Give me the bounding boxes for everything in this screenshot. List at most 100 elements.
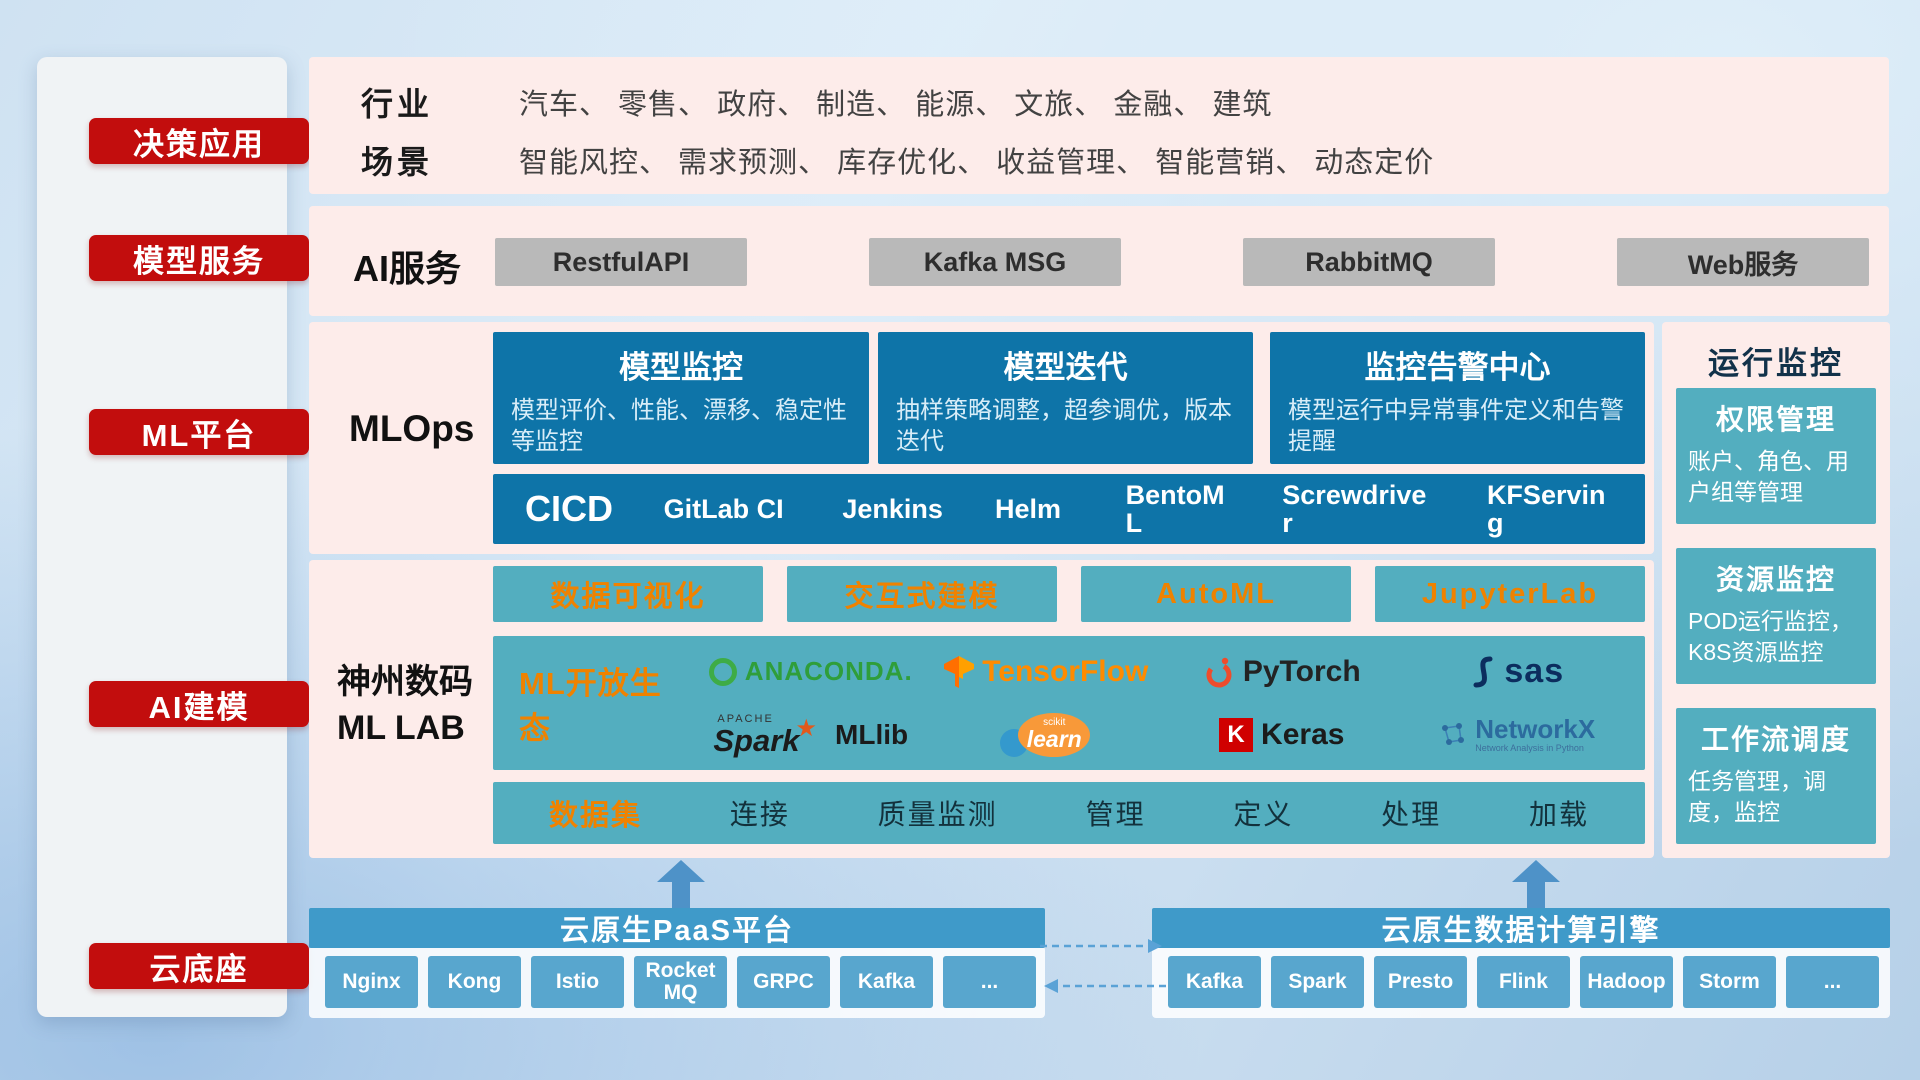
mllab-tools-row: 数据可视化 交互式建模 AutoML JupyterLab [493, 566, 1645, 622]
model-iteration-card: 模型迭代 抽样策略调整，超参调优，版本迭代 [878, 332, 1253, 464]
dataset-item-quality: 质量监测 [877, 799, 998, 830]
mllab-label-line1: 神州数码 [337, 663, 473, 701]
chip-kong: Kong [428, 956, 521, 1008]
spark-mllib-logo: APACHE Spark ★ MLlib [693, 712, 929, 756]
chip-rocketmq: RocketMQ [634, 956, 727, 1008]
dataset-bar: 数据集 连接 质量监测 管理 定义 处理 加载 [493, 782, 1645, 844]
mllab-panel: 神州数码 ML LAB 数据可视化 交互式建模 AutoML JupyterLa… [309, 560, 1654, 858]
dataset-item-connect: 连接 [729, 799, 790, 830]
up-arrow-right-icon [1512, 860, 1560, 908]
sidebar-item-decision-apps: 决策应用 [89, 118, 309, 164]
tensorflow-logo: TensorFlow [929, 655, 1165, 689]
engine-chips: Kafka Spark Presto Flink Hadoop Storm ..… [1168, 956, 1879, 1008]
mllab-label-line2: ML LAB [337, 708, 465, 747]
ml-ecosystem-grid: ANACONDA. TensorFlow PyTorch [683, 636, 1645, 770]
sidebar-item-ml-platform: ML平台 [89, 409, 309, 455]
mlops-label: MLOps [349, 408, 475, 449]
pytorch-icon [1206, 657, 1232, 687]
cicd-item-kfserving: KFServing [1486, 479, 1606, 538]
keras-label: Keras [1261, 717, 1345, 751]
workflow-scheduler-card: 工作流调度 任务管理，调度，监控 [1676, 708, 1876, 844]
mllab-label: 神州数码 ML LAB [337, 660, 487, 752]
scikit-learn-icon: scikit learn [1000, 711, 1092, 759]
sidebar-item-model-service: 模型服务 [89, 235, 309, 281]
industry-list: 汽车、 零售、 政府、 制造、 能源、 文旅、 金融、 建筑 [519, 89, 1273, 121]
runtime-monitor-title: 运行监控 [1708, 346, 1844, 381]
sidebar-item-cloud-base: 云底座 [89, 943, 309, 989]
industry-label: 行业 [361, 86, 434, 122]
keras-k-icon: K [1219, 717, 1254, 752]
chip-presto: Presto [1374, 956, 1467, 1008]
cicd-title: CICD [525, 488, 613, 529]
chip-storm: Storm [1683, 956, 1776, 1008]
engine-bar: 云原生数据计算引擎 [1152, 908, 1890, 948]
model-iteration-desc: 抽样策略调整，超参调优，版本迭代 [896, 397, 1232, 456]
kafka-msg-block: Kafka MSG [869, 238, 1121, 286]
apache-label: APACHE [717, 712, 774, 725]
cicd-item-bentoml: BentoML [1125, 479, 1225, 538]
permission-mgmt-card: 权限管理 账户、角色、用户组等管理 [1676, 388, 1876, 524]
paas-bar: 云原生PaaS平台 [309, 908, 1045, 948]
dataset-item-process: 处理 [1381, 799, 1442, 830]
anaconda-ring-icon [708, 657, 737, 686]
chip-flink: Flink [1477, 956, 1570, 1008]
networkx-graph-icon [1442, 723, 1465, 746]
chip-kafka2: Kafka [1168, 956, 1261, 1008]
networkx-subtitle: Network Analysis in Python [1475, 742, 1584, 753]
workflow-scheduler-desc: 任务管理，调度，监控 [1688, 768, 1826, 826]
sidebar-panel: 决策应用 模型服务 ML平台 AI建模 云底座 [37, 57, 309, 1017]
cicd-item-helm: Helm [994, 493, 1061, 524]
pytorch-logo: PyTorch [1164, 654, 1400, 690]
web-service-block: Web服务 [1617, 238, 1869, 286]
ml-ecosystem-box: ML开放生态 ANACONDA. TensorFlow PyTorch [493, 636, 1645, 770]
mlops-panel: MLOps 模型监控 模型评价、性能、漂移、稳定性等监控 模型迭代 抽样策略调整… [309, 322, 1654, 554]
chip-grpc: GRPC [737, 956, 830, 1008]
workflow-scheduler-title: 工作流调度 [1700, 724, 1851, 755]
ai-service-label: AI服务 [353, 248, 462, 289]
industry-scene-panel: 行业 汽车、 零售、 政府、 制造、 能源、 文旅、 金融、 建筑 场景 智能风… [309, 57, 1889, 194]
jupyterlab-block: JupyterLab [1375, 566, 1645, 622]
dataset-label: 数据集 [549, 800, 643, 832]
dashed-arrows-icon [1040, 939, 1166, 993]
resource-monitor-title: 资源监控 [1715, 564, 1836, 595]
model-monitoring-card: 模型监控 模型评价、性能、漂移、稳定性等监控 [493, 332, 869, 464]
chip-nginx: Nginx [325, 956, 418, 1008]
learn-label: learn [1026, 726, 1082, 752]
chip-hadoop: Hadoop [1580, 956, 1673, 1008]
chip-more-left: ... [943, 956, 1036, 1008]
restful-api-block: RestfulAPI [495, 238, 747, 286]
resource-monitor-desc: POD运行监控，K8S资源监控 [1688, 608, 1853, 666]
chip-spark: Spark [1271, 956, 1364, 1008]
scikit-learn-logo: scikit learn [929, 711, 1165, 759]
chip-istio: Istio [531, 956, 624, 1008]
resource-monitor-card: 资源监控 POD运行监控，K8S资源监控 [1676, 548, 1876, 684]
ai-service-panel: AI服务 RestfulAPI Kafka MSG RabbitMQ Web服务 [309, 206, 1889, 316]
anaconda-label: ANACONDA. [744, 656, 913, 686]
permission-mgmt-title: 权限管理 [1715, 404, 1836, 435]
cicd-bar: CICD GitLab CI Jenkins Helm BentoML Scre… [493, 474, 1645, 544]
spark-star-icon: ★ [795, 714, 818, 742]
model-monitoring-title: 模型监控 [619, 350, 743, 385]
chip-more-right: ... [1786, 956, 1879, 1008]
scene-label: 场景 [361, 144, 434, 180]
keras-logo: K Keras [1164, 717, 1400, 752]
tensorflow-icon [944, 655, 975, 688]
up-arrow-left-icon [657, 860, 705, 908]
dataset-item-manage: 管理 [1085, 799, 1146, 830]
interactive-modeling-block: 交互式建模 [787, 566, 1057, 622]
networkx-label: NetworkX [1475, 714, 1596, 745]
dataset-item-load: 加载 [1528, 799, 1589, 830]
sas-swirl-icon [1473, 656, 1493, 687]
cicd-item-screwdriver: Screwdriver [1282, 479, 1427, 538]
networkx-logo: NetworkX Network Analysis in Python [1400, 715, 1636, 753]
data-visualization-block: 数据可视化 [493, 566, 763, 622]
alert-center-title: 监控告警中心 [1364, 350, 1551, 385]
mllib-label: MLlib [835, 718, 909, 750]
model-iteration-title: 模型迭代 [1003, 350, 1128, 385]
runtime-monitor-panel: 运行监控 权限管理 账户、角色、用户组等管理 资源监控 POD运行监控，K8S资… [1662, 322, 1890, 858]
paas-chips: Nginx Kong Istio RocketMQ GRPC Kafka ... [325, 956, 1036, 1008]
anaconda-logo: ANACONDA. [693, 656, 929, 687]
scene-list: 智能风控、 需求预测、 库存优化、 收益管理、 智能营销、 动态定价 [519, 147, 1435, 179]
model-monitoring-desc: 模型评价、性能、漂移、稳定性等监控 [511, 397, 847, 456]
